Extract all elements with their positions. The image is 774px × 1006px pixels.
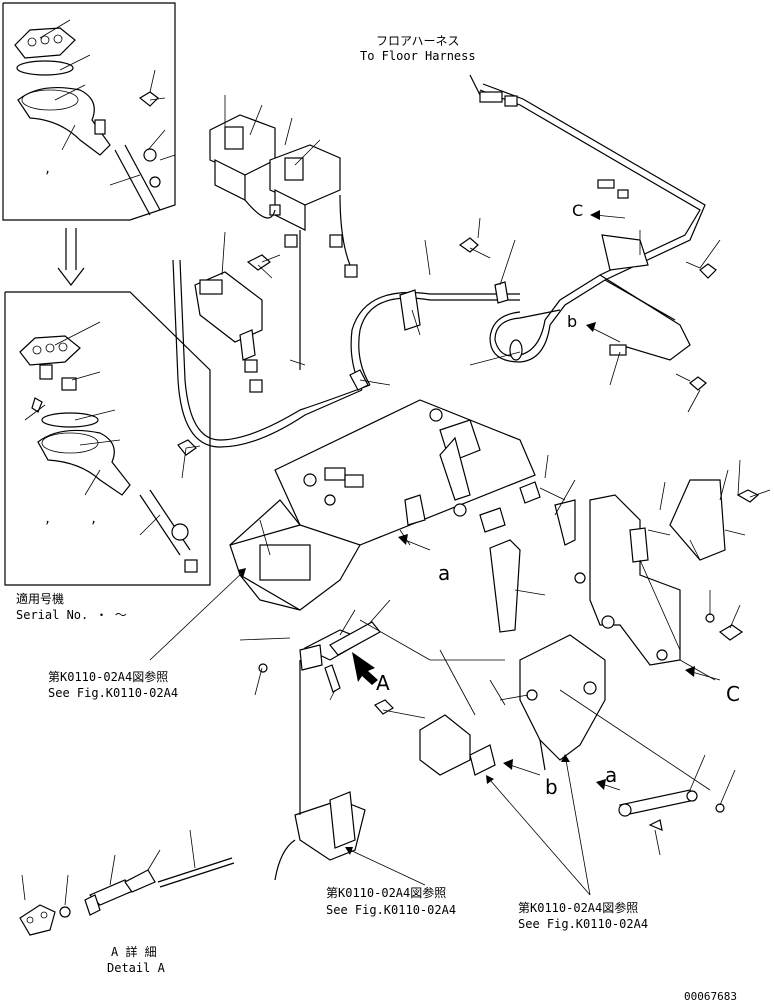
comma-mark-3: , [90, 512, 98, 526]
harness [172, 74, 721, 448]
see-fig-2-jp: 第K0110-02A4図参照 [326, 886, 447, 900]
comma-mark-1: , [44, 162, 52, 176]
floor-harness-label-en: To Floor Harness [360, 49, 476, 63]
see-fig-2-en: See Fig.K0110-02A4 [326, 903, 457, 917]
ref-b-top: b [567, 312, 578, 331]
switch-boxes [209, 95, 358, 370]
ref-c-top: C [572, 201, 584, 220]
ref-a-right: a [605, 763, 618, 787]
see-fig-3-en: See Fig.K0110-02A4 [518, 917, 649, 931]
comma-mark-2: , [44, 512, 52, 526]
console-frame [229, 399, 576, 633]
ref-c-right: C [726, 682, 740, 706]
inset-box-bottom [4, 291, 211, 586]
lower-bracket [239, 599, 736, 881]
ref-a-mid: a [438, 561, 451, 585]
floor-harness-label-jp: フロアハーネス [376, 34, 460, 48]
arrows [149, 210, 721, 896]
serial-label-en: Serial No. ・ ～ [16, 608, 127, 622]
ref-b-bottom: b [545, 775, 558, 799]
see-fig-3-jp: 第K0110-02A4図参照 [518, 901, 639, 915]
see-fig-1-en: See Fig.K0110-02A4 [48, 686, 179, 700]
serial-label-jp: 適用号機 [16, 592, 65, 606]
inset-box-top [2, 2, 176, 221]
detail-a-label-en: Detail A [107, 961, 165, 975]
down-arrow-icon [57, 228, 85, 286]
detail-a-label-jp: A 詳 細 [111, 945, 157, 959]
detail-a-parts [19, 829, 235, 936]
drawing-number: 00067683 [684, 990, 737, 1003]
view-a-label: A [376, 671, 390, 695]
grip-base-switch [194, 231, 281, 393]
see-fig-1-jp: 第K0110-02A4図参照 [48, 670, 169, 684]
right-bracket [574, 459, 771, 666]
